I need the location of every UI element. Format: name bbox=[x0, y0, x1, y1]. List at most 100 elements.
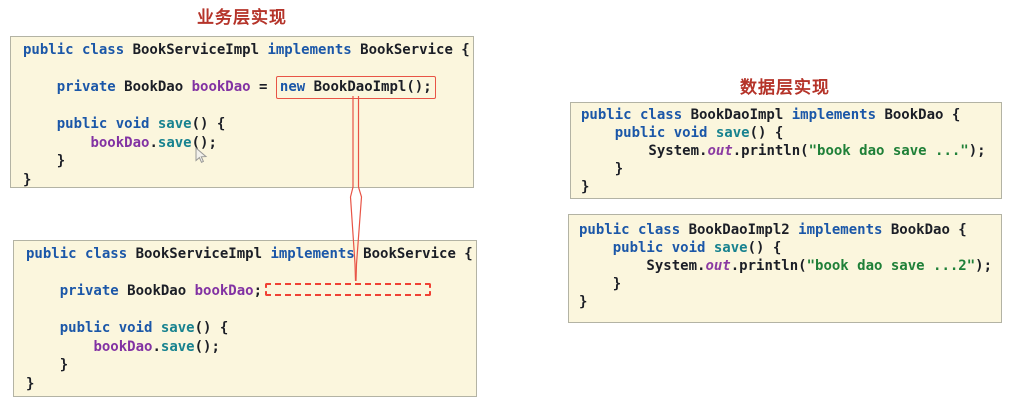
code-token: } bbox=[579, 276, 622, 292]
code-token: bookDao bbox=[90, 134, 150, 151]
code-token: save bbox=[160, 320, 195, 336]
code-token: (); bbox=[194, 338, 220, 355]
code-line: } bbox=[581, 160, 1001, 178]
code-line: public void save() { bbox=[26, 319, 476, 338]
code-line: } bbox=[26, 356, 476, 375]
code-line: public class BookDaoImpl implements Book… bbox=[581, 106, 1001, 124]
code-token: .println( bbox=[730, 258, 807, 274]
code-token: } bbox=[23, 171, 32, 188]
business-layer-title: 业务层实现 bbox=[197, 8, 287, 27]
code-token: = bbox=[250, 79, 276, 95]
code-token: "book dao save ...2" bbox=[806, 258, 976, 274]
code-line: private BookDao bookDao = new BookDaoImp… bbox=[23, 76, 473, 99]
code-token: BookServiceImpl bbox=[135, 246, 271, 262]
code-line: bookDao.save(); bbox=[23, 134, 473, 153]
code-token bbox=[26, 283, 60, 299]
code-block-dao-impl-1: public class BookDaoImpl implements Book… bbox=[570, 102, 1002, 199]
code-token: . bbox=[152, 338, 161, 355]
code-token: BookDao bbox=[127, 283, 195, 299]
code-token: BookDao { bbox=[890, 222, 967, 238]
code-token: } bbox=[26, 375, 35, 392]
code-token: "book dao save ..." bbox=[808, 143, 969, 159]
code-line: public class BookDaoImpl2 implements Boo… bbox=[579, 221, 1001, 239]
dashed-placeholder-box bbox=[265, 283, 432, 296]
highlight-box: new BookDaoImpl(); bbox=[275, 76, 436, 99]
code-token: } bbox=[579, 294, 588, 310]
code-line: } bbox=[579, 275, 1001, 293]
code-token: ; bbox=[253, 283, 263, 299]
code-block-service-field-only: public class BookServiceImpl implements … bbox=[13, 240, 477, 397]
code-block-dao-impl-2: public class BookDaoImpl2 implements Boo… bbox=[568, 214, 1002, 323]
code-token: public class bbox=[26, 246, 136, 262]
code-token: out bbox=[705, 258, 731, 274]
code-token: } bbox=[23, 153, 66, 169]
code-line: } bbox=[23, 171, 473, 188]
code-line bbox=[26, 301, 476, 320]
code-token bbox=[579, 240, 613, 256]
code-token: BookServiceImpl bbox=[132, 42, 268, 58]
code-token: save bbox=[160, 338, 195, 355]
code-token bbox=[581, 125, 615, 141]
code-token: System. bbox=[579, 258, 706, 274]
code-token: } bbox=[26, 357, 69, 373]
code-token: BookDao { bbox=[884, 107, 961, 123]
code-token: save bbox=[157, 134, 192, 151]
code-token: BookDaoImpl(); bbox=[305, 79, 432, 95]
code-token: .println( bbox=[732, 143, 809, 159]
code-token: public class bbox=[23, 42, 133, 58]
code-token: () { bbox=[747, 240, 782, 256]
code-block-service-with-new: public class BookServiceImpl implements … bbox=[10, 36, 474, 188]
code-token: save bbox=[713, 240, 748, 256]
code-line: System.out.println("book dao save ...2")… bbox=[579, 257, 1001, 275]
code-token: new bbox=[279, 79, 306, 95]
code-token: BookDao bbox=[124, 79, 192, 95]
code-line: public void save() { bbox=[579, 239, 1001, 257]
code-token: () { bbox=[191, 116, 226, 132]
code-token: public class bbox=[581, 107, 691, 123]
code-line: } bbox=[23, 152, 473, 171]
code-line: public void save() { bbox=[23, 115, 473, 134]
code-token: public void bbox=[612, 240, 714, 256]
code-line: public class BookServiceImpl implements … bbox=[23, 41, 473, 60]
code-line: } bbox=[579, 293, 1001, 311]
code-token bbox=[23, 135, 90, 151]
code-line: System.out.println("book dao save ..."); bbox=[581, 142, 1001, 160]
code-token: BookService { bbox=[363, 246, 473, 262]
code-token: save bbox=[157, 116, 192, 132]
code-token: ); bbox=[975, 258, 993, 274]
code-token: bookDao bbox=[194, 283, 254, 299]
code-token: implements bbox=[270, 246, 364, 262]
code-token: BookService { bbox=[360, 42, 470, 58]
code-token: implements bbox=[267, 42, 361, 58]
code-token: public void bbox=[614, 125, 716, 141]
code-token: bookDao bbox=[191, 79, 251, 95]
code-token: ); bbox=[968, 143, 986, 159]
code-token: () { bbox=[194, 320, 229, 336]
code-token: public void bbox=[56, 116, 158, 132]
code-token: out bbox=[707, 143, 733, 159]
code-token: implements bbox=[791, 107, 885, 123]
code-token: BookDaoImpl bbox=[690, 107, 792, 123]
code-token bbox=[26, 320, 60, 336]
code-token bbox=[26, 339, 93, 355]
code-line: public class BookServiceImpl implements … bbox=[26, 245, 476, 264]
code-token: public void bbox=[59, 320, 161, 336]
code-token: . bbox=[149, 134, 158, 151]
code-token bbox=[23, 79, 57, 95]
code-token: () { bbox=[749, 125, 784, 141]
data-layer-title: 数据层实现 bbox=[740, 78, 830, 97]
code-line bbox=[23, 97, 473, 116]
code-token: save bbox=[715, 125, 750, 141]
code-line: public void save() { bbox=[581, 124, 1001, 142]
code-line: bookDao.save(); bbox=[26, 338, 476, 357]
code-token: private bbox=[59, 283, 128, 299]
code-token: BookDaoImpl2 bbox=[688, 222, 799, 238]
code-token: private bbox=[56, 79, 125, 95]
code-line: } bbox=[581, 178, 1001, 196]
code-token: } bbox=[581, 161, 624, 177]
code-token: (); bbox=[191, 134, 217, 151]
code-line: private BookDao bookDao; bbox=[26, 282, 476, 301]
code-token: System. bbox=[581, 143, 708, 159]
code-token: implements bbox=[798, 222, 891, 238]
code-token bbox=[23, 116, 57, 132]
